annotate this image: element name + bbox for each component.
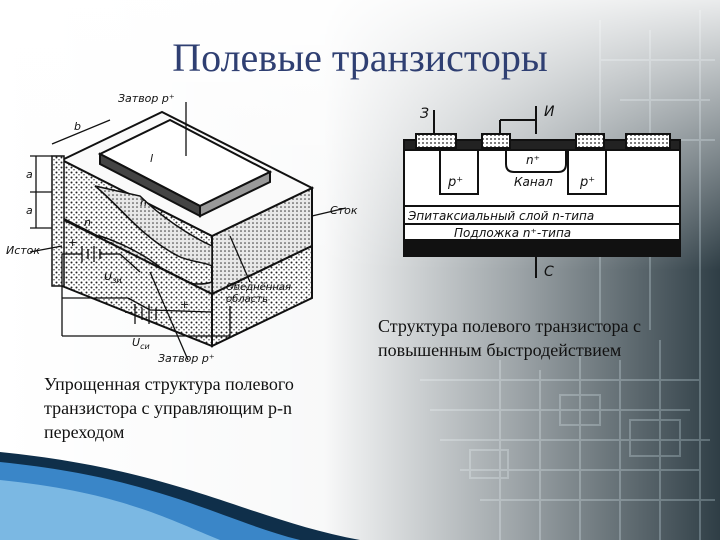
fast-fet-structure-diagram: З И С n⁺ Канал p⁺ p⁺ Эпитаксиальный слой… [403,104,681,280]
caption-fast-fet: Структура полевого транзистора с повышен… [378,316,641,360]
p-plus-region-right [567,150,607,195]
dim-a2-label: a [26,204,33,217]
dim-h-label: h [140,196,147,209]
u-zi-label: Uзи [104,270,122,285]
gate-lead-label: З [420,106,429,122]
dim-a1-label: a [26,168,33,181]
source-label: Исток [6,244,40,257]
source-contact-left [481,133,511,149]
device-body [403,139,681,257]
dim-b-label: b [74,120,81,133]
source-lead-label: И [544,104,555,120]
gate-top-label: Затвор p⁺ [118,92,175,105]
epi-layer-label: Эпитаксиальный слой n-типа [407,209,594,223]
depletion-label-2: область [226,293,268,305]
u-si-label: Uси [132,336,150,351]
plus-sign-1: + [68,236,77,249]
dim-l-label: l [150,152,153,165]
plus-sign-2: + [180,298,189,311]
p-plus-region-left [439,150,479,195]
gate-contact-left [415,133,457,149]
depletion-region-top [94,185,213,268]
n-plus-region [505,150,567,173]
caption-jfet: Упрощенная структура полевого транзистор… [44,374,294,442]
channel-label: Канал [514,175,553,189]
depletion-label-1: Обеднённая [226,281,291,293]
jfet-structure-diagram: Затвор p⁺ Затвор p⁺ Сток Исток Обеднённа… [6,92,358,365]
p-plus-right-label: p⁺ [579,175,595,190]
p-plus-left-label: p⁺ [447,175,463,190]
n-plus-label: n⁺ [526,153,540,167]
source-contact-right [575,133,605,149]
gate-bottom-label: Затвор p⁺ [158,352,215,365]
gate-contact-right [625,133,671,149]
substrate-label: Подложка n⁺-типа [454,226,571,240]
region-n-label: n [84,216,91,229]
minus-sign-1: − [104,236,113,249]
drain-lead-label: С [544,264,554,280]
drain-label: Сток [330,204,358,217]
slide-title: Полевые транзисторы [172,35,548,80]
minus-sign-2: − [124,306,133,319]
